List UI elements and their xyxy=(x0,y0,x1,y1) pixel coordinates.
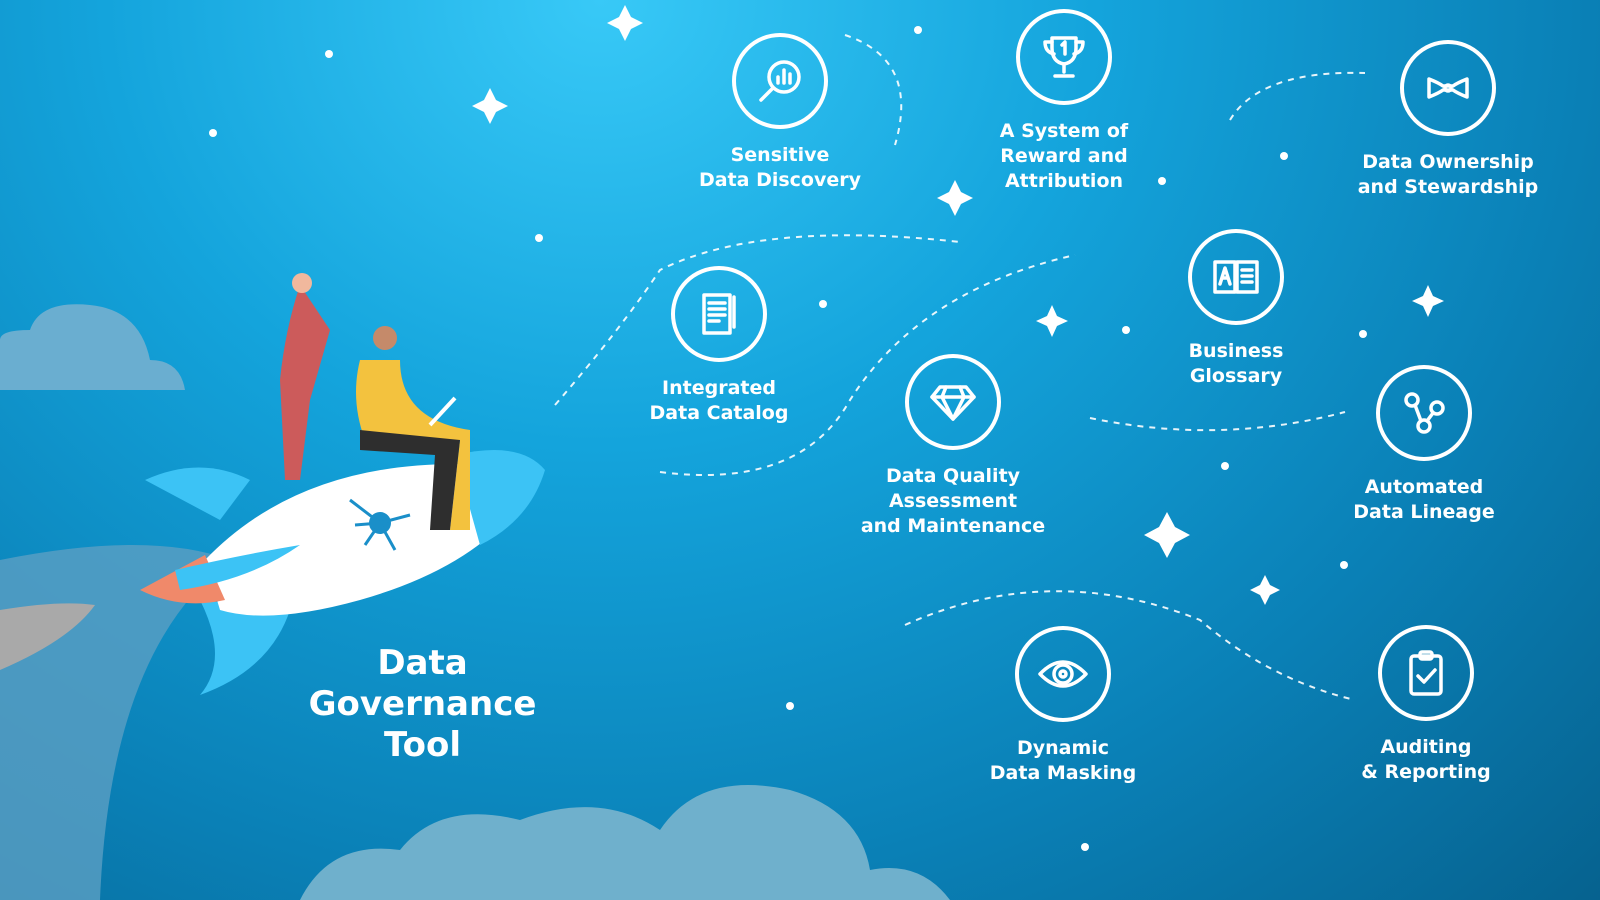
feature-automated-data-lineage: Automated Data Lineage xyxy=(1304,365,1544,525)
main-title: Data Governance Tool xyxy=(308,643,537,765)
feature-label: A System of Reward and Attribution xyxy=(999,120,1129,192)
clipboard-check-icon xyxy=(1409,650,1443,696)
feature-business-glossary: Business Glossary xyxy=(1116,229,1356,389)
bow-tie-icon xyxy=(1427,77,1469,99)
feature-auditing-reporting: Auditing & Reporting xyxy=(1306,625,1546,785)
feature-dynamic-data-masking: Dynamic Data Masking xyxy=(943,626,1183,786)
sparkles xyxy=(209,5,1444,851)
feature-label: Sensitive Data Discovery xyxy=(698,144,862,191)
rocket-illustration xyxy=(140,273,545,695)
lineage-icon xyxy=(1404,392,1445,434)
document-icon xyxy=(702,293,736,335)
eye-icon xyxy=(1038,660,1088,688)
dashed-arrows xyxy=(554,34,1366,701)
book-icon xyxy=(1213,260,1259,294)
feature-label: Data Quality Assessment and Maintenance xyxy=(860,465,1046,537)
magnifier-chart-icon xyxy=(759,60,801,102)
feature-label: Dynamic Data Masking xyxy=(989,737,1137,784)
trophy-icon xyxy=(1043,36,1085,78)
feature-label: Data Ownership and Stewardship xyxy=(1357,151,1539,198)
diamond-icon xyxy=(930,385,976,421)
feature-label: Automated Data Lineage xyxy=(1353,476,1495,523)
feature-reward-attribution: A System of Reward and Attribution xyxy=(944,9,1184,194)
clouds xyxy=(0,304,950,900)
feature-label: Integrated Data Catalog xyxy=(649,377,789,424)
feature-sensitive-data-discovery: Sensitive Data Discovery xyxy=(660,33,900,193)
feature-data-quality: Data Quality Assessment and Maintenance xyxy=(833,354,1073,539)
feature-label: Business Glossary xyxy=(1188,340,1284,387)
feature-label: Auditing & Reporting xyxy=(1361,736,1491,783)
feature-data-ownership: Data Ownership and Stewardship xyxy=(1328,40,1568,200)
feature-integrated-data-catalog: Integrated Data Catalog xyxy=(599,266,839,426)
